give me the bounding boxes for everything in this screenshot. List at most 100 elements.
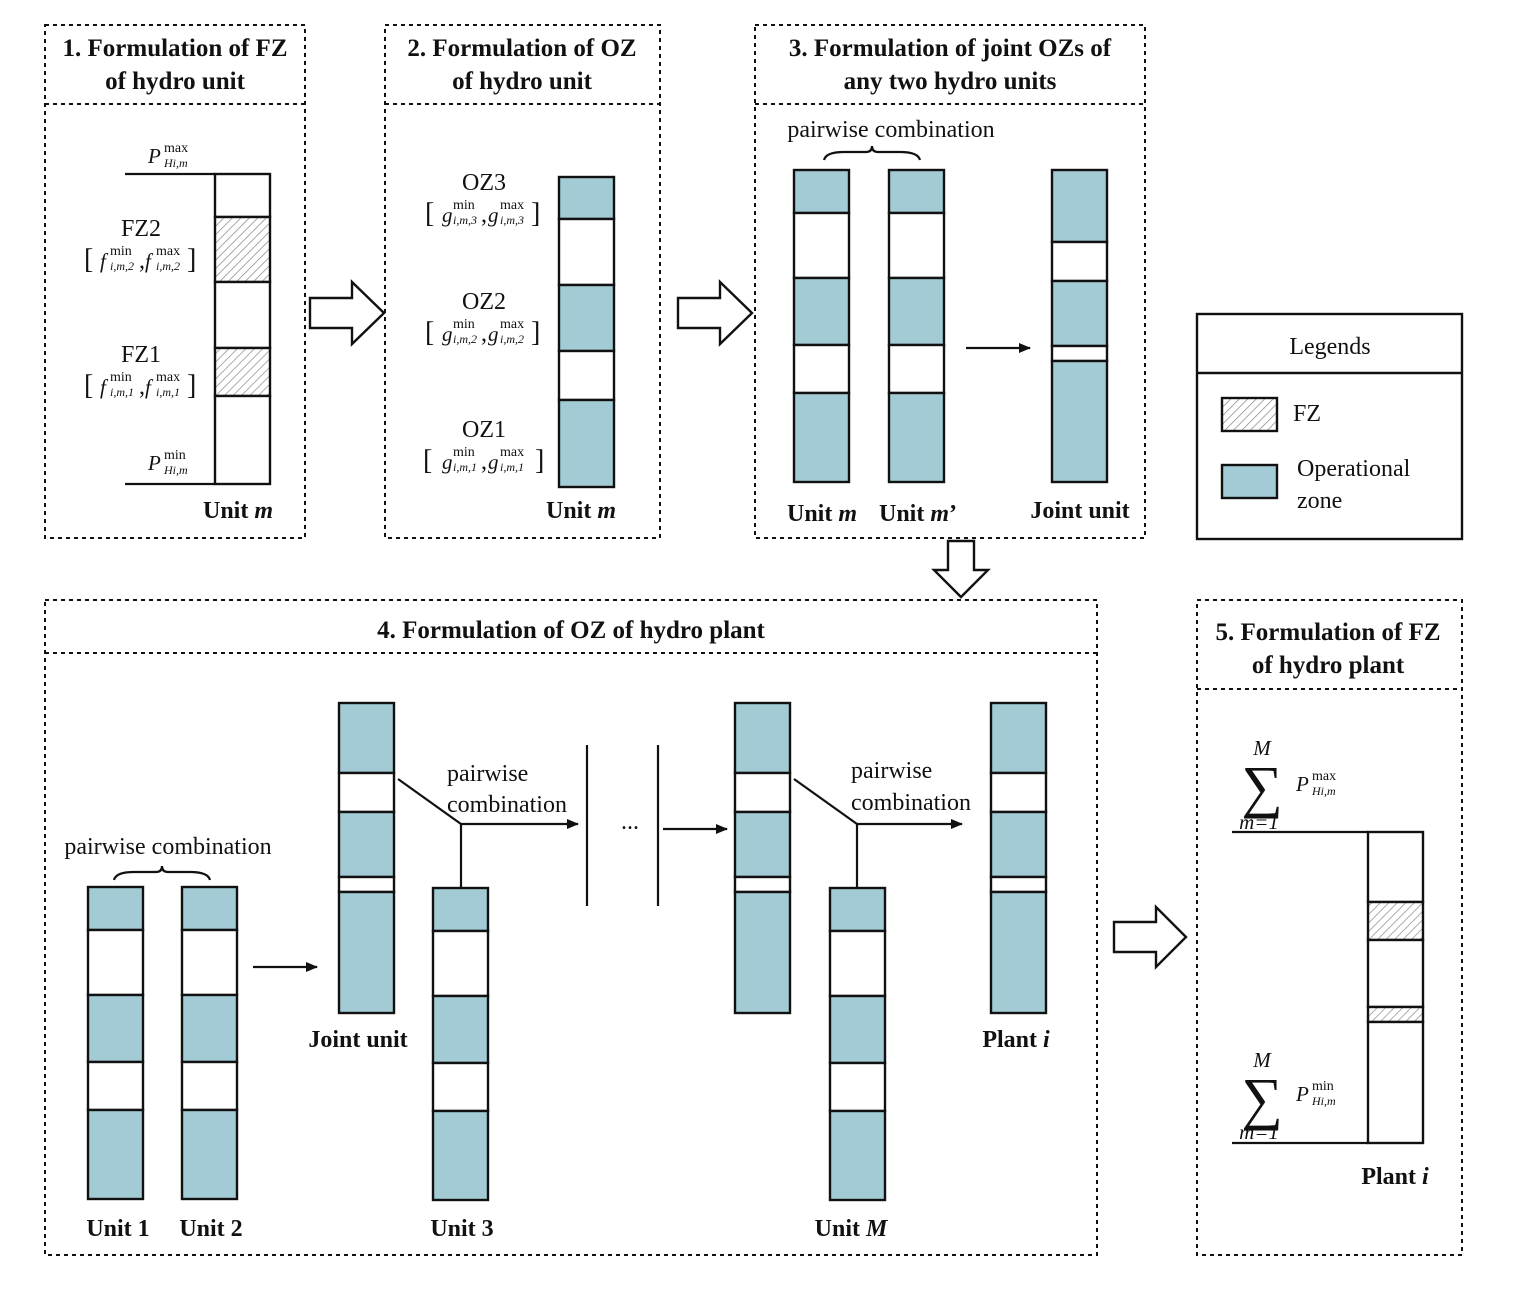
svg-text:min: min <box>453 198 475 213</box>
legend-oz-label-line2: zone <box>1297 488 1342 514</box>
p4-plant-i-label: Plant i <box>982 1027 1050 1053</box>
svg-text:g: g <box>488 450 499 474</box>
panel-4-title: 4. Formulation of OZ of hydro plant <box>377 617 765 644</box>
p4-pairwise-a-line2: combination <box>447 792 567 818</box>
legend: Legends FZ Operational zone <box>1195 312 1464 541</box>
svg-text:∑: ∑ <box>1241 1066 1282 1131</box>
oz1-label: OZ1 <box>462 417 506 443</box>
p3-unit-m-prime-label: Unit m’ <box>879 501 957 527</box>
p3-joint-unit-label: Joint unit <box>1030 498 1129 524</box>
svg-text:P: P <box>147 144 161 168</box>
p4-ellipsis: ... <box>621 809 639 835</box>
panel-1: 1. Formulation of FZ of hydro unit P max… <box>44 24 306 539</box>
svg-text:max: max <box>1312 769 1336 784</box>
unit-m-fz-column <box>213 172 272 486</box>
svg-text:min: min <box>453 445 475 460</box>
p4-unit-M-label: Unit M <box>815 1216 889 1242</box>
svg-text:g: g <box>442 450 453 474</box>
svg-text:M: M <box>1252 736 1272 760</box>
svg-text:P: P <box>147 451 161 475</box>
p4-unit-2-label: Unit 2 <box>179 1216 242 1242</box>
svg-text:[: [ <box>425 317 434 348</box>
svg-text:m=1: m=1 <box>1239 1120 1279 1144</box>
p4-plant-i-column <box>989 701 1048 1015</box>
svg-text:i,m,1: i,m,1 <box>453 460 477 474</box>
svg-text:m=1: m=1 <box>1239 810 1279 834</box>
svg-text:min: min <box>1312 1079 1334 1094</box>
svg-text:,: , <box>481 321 487 347</box>
panel-5-title-line1: 5. Formulation of FZ <box>1216 619 1441 646</box>
svg-text:max: max <box>156 370 180 385</box>
panel-5: 5. Formulation of FZ of hydro plant M ∑ … <box>1196 599 1463 1256</box>
svg-text:f: f <box>145 249 154 273</box>
p5-sum-pmax-label: M ∑ m=1 P max Hi,m <box>1239 736 1336 834</box>
p4-merge-connector-b <box>793 778 963 888</box>
p3-unit-m-label: Unit m <box>787 501 857 527</box>
svg-text:∑: ∑ <box>1241 754 1282 819</box>
panel-1-title-line2: of hydro unit <box>105 68 246 95</box>
svg-text:f: f <box>145 375 154 399</box>
p3-unit-m-prime-column <box>887 168 946 484</box>
svg-text:P: P <box>1295 772 1309 796</box>
oz3-interval: [ g min i,m,3 , g max i,m,3 ] <box>425 198 540 229</box>
svg-text:]: ] <box>535 445 544 476</box>
svg-text:g: g <box>488 322 499 346</box>
panel-3-title-line1: 3. Formulation of joint OZs of <box>789 35 1112 62</box>
flow-arrow-2-3 <box>676 279 754 347</box>
svg-text:max: max <box>164 141 188 156</box>
fz1-interval: [ f min i,m,1 , f max i,m,1 ] <box>84 370 196 401</box>
p4-unit-1-label: Unit 1 <box>86 1216 149 1242</box>
fz1-label: FZ1 <box>121 342 161 368</box>
flow-arrow-3-4 <box>931 539 991 599</box>
p4-pairwise-label: pairwise combination <box>64 834 271 860</box>
p2-unit-label: Unit m <box>546 498 616 524</box>
p4-brace <box>112 865 212 881</box>
oz2-label: OZ2 <box>462 289 506 315</box>
svg-text:min: min <box>453 317 475 332</box>
oz2-interval: [ g min i,m,2 , g max i,m,2 ] <box>425 317 540 348</box>
p4-pairwise-a-line1: pairwise <box>447 761 528 787</box>
svg-text:[: [ <box>425 198 434 229</box>
panel-4: 4. Formulation of OZ of hydro plant pair… <box>44 599 1098 1256</box>
p4-pairwise-b-line1: pairwise <box>851 758 932 784</box>
svg-text:i,m,2: i,m,2 <box>110 259 134 273</box>
svg-text:f: f <box>100 375 109 399</box>
svg-text:]: ] <box>531 317 540 348</box>
p4-pairwise-b-line2: combination <box>851 790 971 816</box>
p3-pairwise-label: pairwise combination <box>787 117 994 143</box>
p3-unit-m-column <box>792 168 851 484</box>
svg-text:[: [ <box>84 244 93 275</box>
p3-brace <box>822 145 922 161</box>
svg-text:max: max <box>156 244 180 259</box>
panel-2: 2. Formulation of OZ of hydro unit OZ3 [… <box>384 24 661 539</box>
svg-text:[: [ <box>423 445 432 476</box>
svg-text:g: g <box>442 322 453 346</box>
legend-fz-swatch <box>1220 396 1279 433</box>
p4-joint-unit-label: Joint unit <box>308 1027 407 1053</box>
p1-unit-label: Unit m <box>203 498 273 524</box>
svg-text:i,m,1: i,m,1 <box>110 385 134 399</box>
panel-1-title-line1: 1. Formulation of FZ <box>63 35 288 62</box>
svg-text:max: max <box>500 445 524 460</box>
panel-3: 3. Formulation of joint OZs of any two h… <box>754 24 1146 539</box>
p3-joint-unit-column <box>1050 168 1109 484</box>
svg-text:i,m,2: i,m,2 <box>453 332 477 346</box>
svg-text:i,m,1: i,m,1 <box>500 460 524 474</box>
svg-text:Hi,m: Hi,m <box>163 156 188 170</box>
svg-text:[: [ <box>84 370 93 401</box>
svg-text:]: ] <box>187 370 196 401</box>
svg-text:g: g <box>442 203 453 227</box>
svg-text:min: min <box>110 370 132 385</box>
p4-unit-3-label: Unit 3 <box>430 1216 493 1242</box>
svg-text:,: , <box>481 449 487 475</box>
svg-text:min: min <box>164 448 186 463</box>
panel-5-title-line2: of hydro plant <box>1252 652 1405 679</box>
flow-arrow-1-2 <box>308 279 386 347</box>
svg-text:,: , <box>481 202 487 228</box>
panel-2-title-line2: of hydro unit <box>452 68 593 95</box>
p1-pmin-label: P min Hi,m <box>147 448 188 477</box>
svg-text:i,m,2: i,m,2 <box>500 332 524 346</box>
svg-text:M: M <box>1252 1048 1272 1072</box>
p4-merge-connector-a <box>397 778 579 888</box>
